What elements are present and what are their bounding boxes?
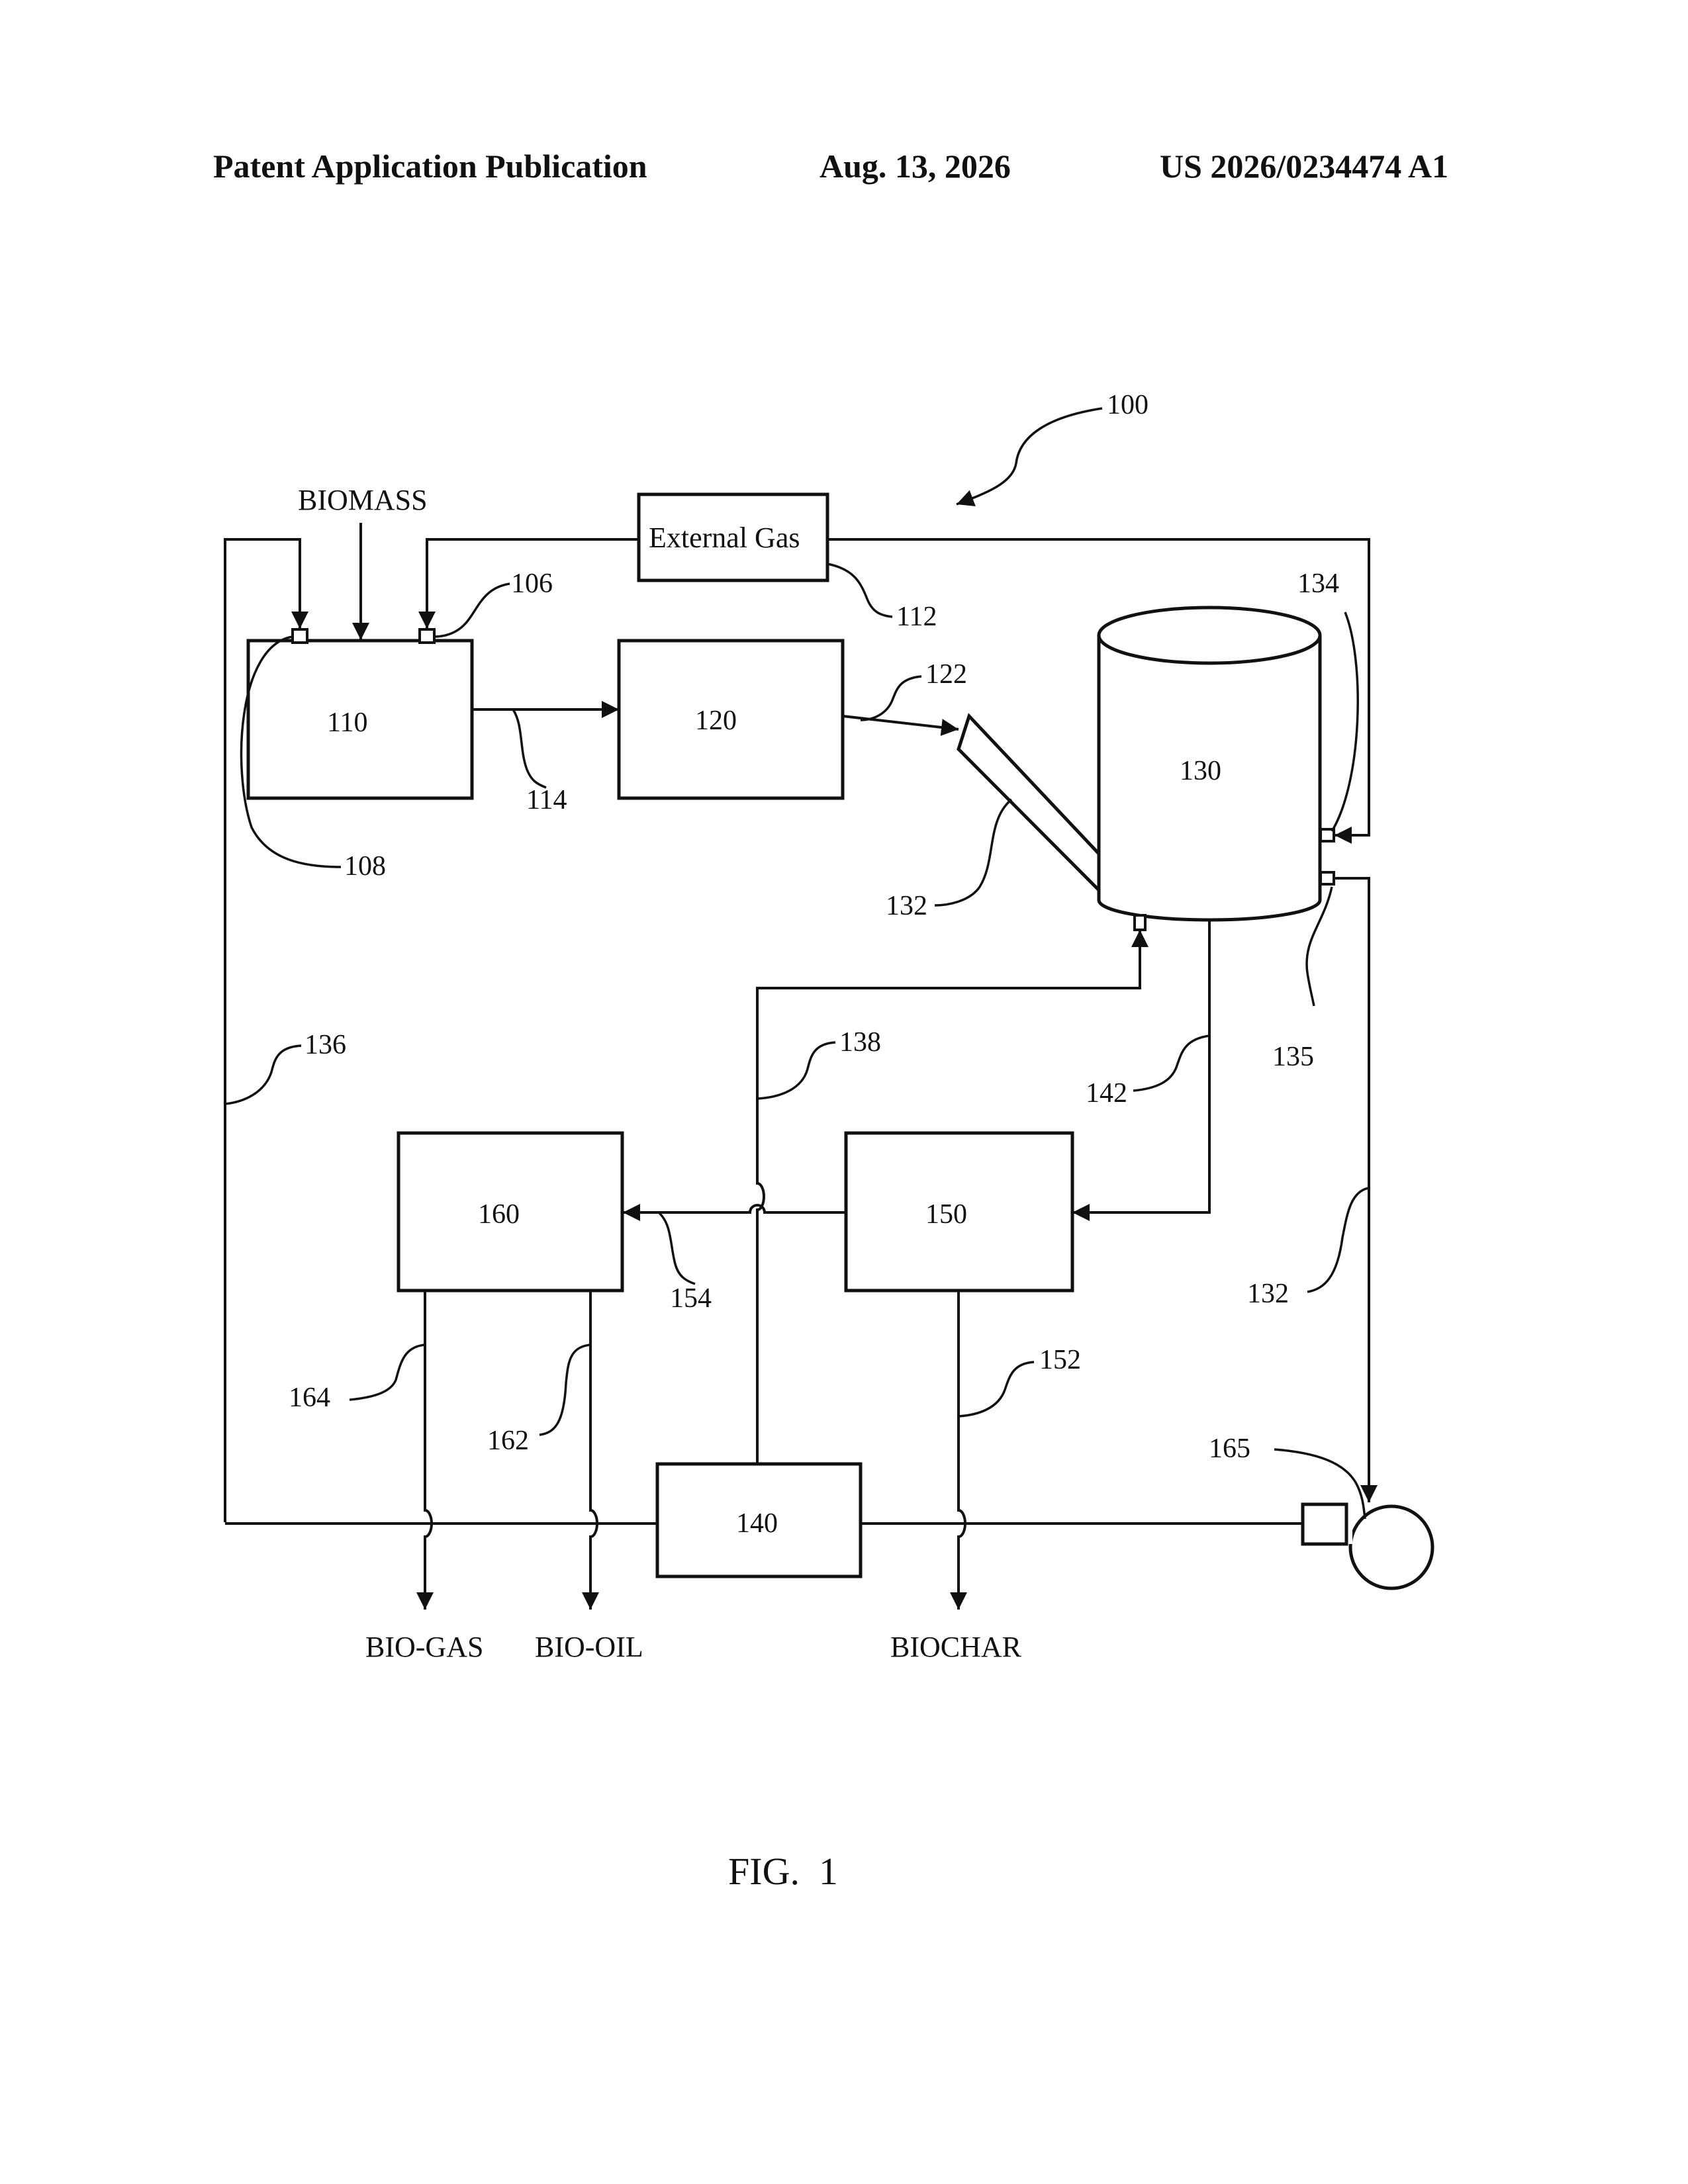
- biogas-label: BIO-GAS: [365, 1631, 483, 1663]
- block-160-label: 160: [478, 1199, 520, 1230]
- biochar-label: BIOCHAR: [890, 1631, 1022, 1663]
- ref-165: 165: [1209, 1433, 1250, 1464]
- port-106: [420, 629, 434, 643]
- leader-134: [1332, 612, 1358, 831]
- port-108: [293, 629, 307, 643]
- ref-122: 122: [925, 659, 967, 690]
- leader-162: [539, 1345, 590, 1435]
- ref-142: 142: [1086, 1078, 1127, 1109]
- leader-114: [513, 709, 546, 788]
- block-130-label: 130: [1180, 756, 1221, 786]
- leader-106: [434, 584, 510, 637]
- port-135: [1321, 872, 1334, 884]
- leader-122: [861, 676, 921, 720]
- leader-112: [827, 564, 892, 617]
- reactor-inlet-chute: [959, 716, 1099, 890]
- leader-164: [350, 1345, 425, 1400]
- ref-136: 136: [305, 1030, 346, 1060]
- external-gas-label: External Gas: [649, 522, 800, 554]
- system-pointer-arrow: [957, 408, 1102, 504]
- ref-152: 152: [1039, 1345, 1081, 1375]
- biogas-output-line: [425, 1291, 432, 1610]
- ref-134: 134: [1297, 569, 1339, 599]
- leader-154: [659, 1212, 695, 1284]
- leader-138: [757, 1042, 835, 1099]
- ref-112: 112: [896, 602, 937, 632]
- leader-142: [1133, 1036, 1209, 1091]
- ref-162: 162: [487, 1426, 529, 1456]
- block-140-label: 140: [736, 1508, 778, 1539]
- ref-132-lower: 132: [1247, 1279, 1289, 1309]
- leader-136: [225, 1046, 301, 1104]
- block-110-label: 110: [327, 707, 367, 738]
- ref-138: 138: [839, 1027, 881, 1058]
- ref-154: 154: [670, 1283, 712, 1314]
- ref-164: 164: [289, 1383, 330, 1413]
- figure-label: FIG. 1: [728, 1850, 838, 1893]
- leader-132-upper: [935, 799, 1011, 905]
- biomass-label: BIOMASS: [298, 484, 428, 516]
- ref-132-upper: 132: [886, 891, 927, 921]
- ref-114: 114: [526, 785, 567, 815]
- biooil-output-line: [590, 1291, 597, 1610]
- leader-152: [959, 1362, 1034, 1416]
- reactor-130-top: [1099, 608, 1320, 663]
- ref-100: 100: [1107, 390, 1149, 420]
- block-120-label: 120: [695, 705, 737, 736]
- ref-106: 106: [511, 569, 553, 599]
- blower-outlet: [1303, 1504, 1346, 1544]
- flow-122: [843, 716, 959, 729]
- flow-154: [623, 1205, 846, 1212]
- biooil-label: BIO-OIL: [535, 1631, 643, 1663]
- blower-165: [1350, 1506, 1432, 1588]
- port-bottom: [1135, 915, 1145, 930]
- biochar-output-line: [959, 1291, 965, 1610]
- leader-132-lower: [1307, 1188, 1369, 1292]
- ref-135: 135: [1272, 1042, 1314, 1072]
- block-150-label: 150: [925, 1199, 967, 1230]
- ref-108: 108: [344, 851, 386, 882]
